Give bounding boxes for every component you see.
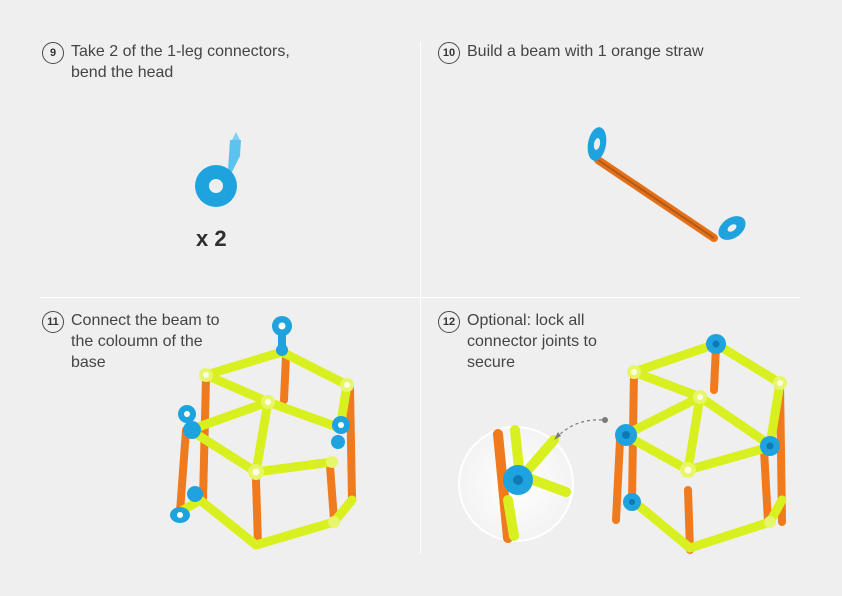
- step-instruction: Optional: lock all connector joints to s…: [467, 312, 597, 371]
- quantity-label: x 2: [196, 226, 227, 251]
- step-number-badge: 11: [42, 311, 64, 333]
- zoom-pointer-arrow: [555, 419, 605, 439]
- arrow-head-icon: [554, 432, 561, 440]
- hex-structure-step12: [612, 334, 787, 554]
- hex-structure-step11: [170, 316, 357, 550]
- step-number-badge: 12: [438, 311, 460, 333]
- zoom-anchor-dot: [602, 417, 608, 423]
- step-number-badge: 10: [438, 42, 460, 64]
- step-9: 9 Take 2 of the 1-leg connectors, bend t…: [42, 41, 290, 83]
- zoom-detail-image: [458, 425, 574, 543]
- orange-beam-icon: [587, 127, 746, 242]
- horizontal-divider: [40, 297, 800, 298]
- step-number-badge: 9: [42, 42, 64, 64]
- one-leg-connector-icon: [195, 132, 241, 207]
- step-12: 12 Optional: lock all connector joints t…: [438, 310, 597, 373]
- vertical-divider: [420, 42, 421, 554]
- step-11: 11 Connect the beam to the coloumn of th…: [42, 310, 220, 373]
- step-instruction: Build a beam with 1 orange straw: [467, 43, 704, 60]
- step-instruction: Connect the beam to the coloumn of the b…: [71, 312, 220, 371]
- step-10: 10 Build a beam with 1 orange straw: [438, 41, 704, 64]
- step-instruction: Take 2 of the 1-leg connectors, bend the…: [71, 43, 290, 81]
